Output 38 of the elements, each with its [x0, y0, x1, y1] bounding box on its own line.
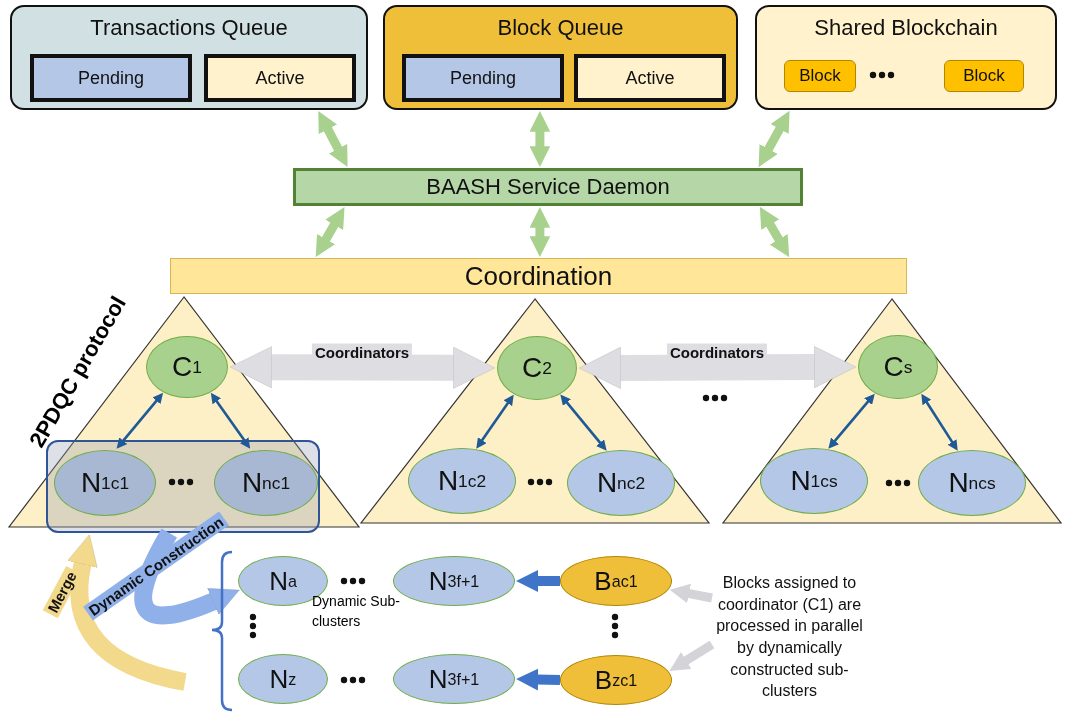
panel-heading: Shared Blockchain: [813, 15, 999, 41]
arrow: [210, 392, 251, 449]
block-box: Block: [944, 60, 1024, 92]
pending-box: Pending: [30, 54, 192, 102]
arrow: [921, 393, 958, 451]
block-arrow: [134, 528, 240, 625]
block-arrow: [669, 583, 713, 604]
block-arrow: [758, 110, 790, 168]
block-arrow: [669, 640, 715, 671]
edge-label: Coordinators: [666, 343, 768, 361]
block-arrow: [318, 111, 348, 167]
annotation-text: Blocks assigned to coordinator (C1) are processed in parallel by dynamically constructed sub-clusters: [712, 562, 867, 712]
panel-heading: Block Queue: [496, 15, 625, 41]
blockchain-panel: [755, 5, 1057, 110]
panel-heading: Transactions Queue: [89, 15, 289, 41]
coordination-bar: Coordination: [170, 258, 907, 294]
group-caption: Dynamic Sub-clusters: [312, 592, 401, 631]
block-arrow: [759, 206, 790, 258]
block-arrow: [516, 668, 561, 691]
block-arrow: [516, 570, 560, 592]
block-arrow: [67, 534, 187, 691]
active-box: Active: [204, 54, 356, 102]
block-arrow: [529, 207, 551, 257]
block-arrow: [315, 206, 345, 258]
block-arrow: [579, 346, 856, 389]
edge-label: Coordinators: [311, 343, 413, 361]
arrow: [476, 394, 514, 449]
block-arrow: [529, 111, 551, 167]
arrow: [828, 393, 875, 449]
queue-panel: [383, 5, 738, 110]
block-box: Block: [784, 60, 856, 92]
queue-panel: [10, 5, 368, 110]
arrow: [116, 392, 164, 449]
pending-box: Pending: [402, 54, 564, 102]
block-arrow: [230, 346, 495, 389]
arrow: [560, 394, 607, 451]
daemon-bar: BAASH Service Daemon: [293, 168, 803, 206]
active-box: Active: [574, 54, 726, 102]
